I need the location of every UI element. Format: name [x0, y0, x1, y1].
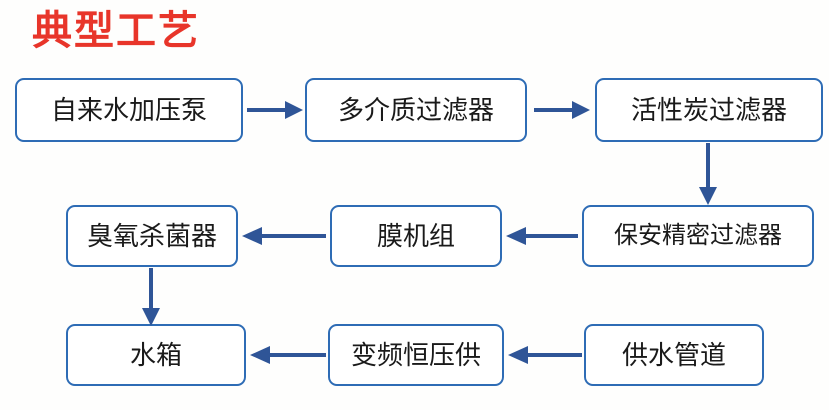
arrow-left-icon-security-filter-to-membrane	[506, 222, 578, 250]
node-tap-water-booster-pump[interactable]: 自来水加压泵	[15, 78, 243, 142]
arrow-left-icon-pipeline-to-vfd	[508, 341, 582, 369]
node-label: 自来水加压泵	[50, 95, 207, 125]
node-label: 保安精密过滤器	[614, 222, 782, 249]
page-title: 典型工艺	[32, 9, 200, 53]
node-ozone-sterilizer[interactable]: 臭氧杀菌器	[66, 205, 238, 267]
arrow-left-icon-membrane-to-ozone	[242, 222, 326, 250]
node-label: 供水管道	[621, 340, 726, 370]
node-label: 水箱	[129, 340, 182, 370]
node-water-tank[interactable]: 水箱	[66, 324, 246, 386]
node-label: 臭氧杀菌器	[86, 221, 217, 251]
node-label: 膜机组	[376, 221, 455, 251]
node-label: 变频恒压供	[350, 340, 481, 370]
node-activated-carbon-filter[interactable]: 活性炭过滤器	[595, 78, 823, 142]
arrow-down-icon-ozone-to-water-tank	[137, 268, 165, 326]
arrow-down-icon-carbon-to-security-filter	[694, 143, 722, 205]
arrow-right-icon-pump-to-multimedia	[247, 96, 303, 124]
node-vfd-constant-pressure-supply[interactable]: 变频恒压供	[328, 324, 504, 386]
arrow-left-icon-vfd-to-water-tank	[250, 341, 326, 369]
node-water-supply-pipeline[interactable]: 供水管道	[584, 324, 764, 386]
node-multimedia-filter[interactable]: 多介质过滤器	[305, 78, 527, 142]
node-label: 多介质过滤器	[337, 95, 494, 125]
node-security-precision-filter[interactable]: 保安精密过滤器	[582, 205, 814, 267]
node-label: 活性炭过滤器	[630, 95, 787, 125]
arrow-right-icon-multimedia-to-carbon	[534, 96, 590, 124]
node-membrane-unit[interactable]: 膜机组	[330, 205, 502, 267]
